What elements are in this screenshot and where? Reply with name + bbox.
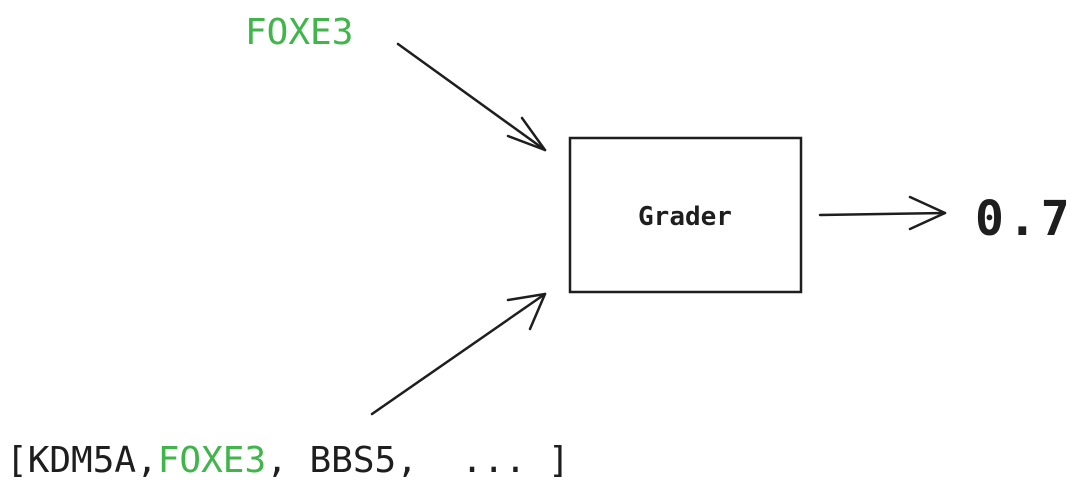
arrow-head bbox=[506, 116, 547, 152]
list-separator: , bbox=[136, 440, 158, 481]
arrow-head bbox=[908, 195, 947, 231]
list-separator: , bbox=[266, 440, 309, 481]
list-item: KDM5A bbox=[28, 440, 137, 481]
query-gene-label: FOXE3 bbox=[245, 12, 353, 53]
grader-box bbox=[568, 136, 803, 294]
list-item: ... bbox=[461, 440, 526, 481]
list-open-bracket: [ bbox=[6, 440, 28, 481]
arrow-shaft bbox=[396, 42, 547, 152]
arrow-shaft bbox=[370, 292, 547, 416]
list-to-grader-arrow bbox=[370, 292, 547, 416]
output-score: 0.7 bbox=[975, 191, 1074, 247]
list-item: BBS5 bbox=[309, 440, 396, 481]
grader-to-score-arrow bbox=[818, 195, 947, 231]
arrow-shaft bbox=[818, 211, 947, 217]
grader-label: Grader bbox=[638, 202, 732, 232]
list-item: FOXE3 bbox=[158, 440, 266, 481]
list-separator bbox=[526, 440, 548, 481]
arrow-head bbox=[506, 292, 547, 331]
query-to-grader-arrow bbox=[396, 42, 547, 152]
list-close-bracket: ] bbox=[548, 440, 570, 481]
list-separator: , bbox=[396, 440, 461, 481]
candidate-gene-list: [KDM5A,FOXE3, BBS5, ... ] bbox=[6, 440, 570, 481]
